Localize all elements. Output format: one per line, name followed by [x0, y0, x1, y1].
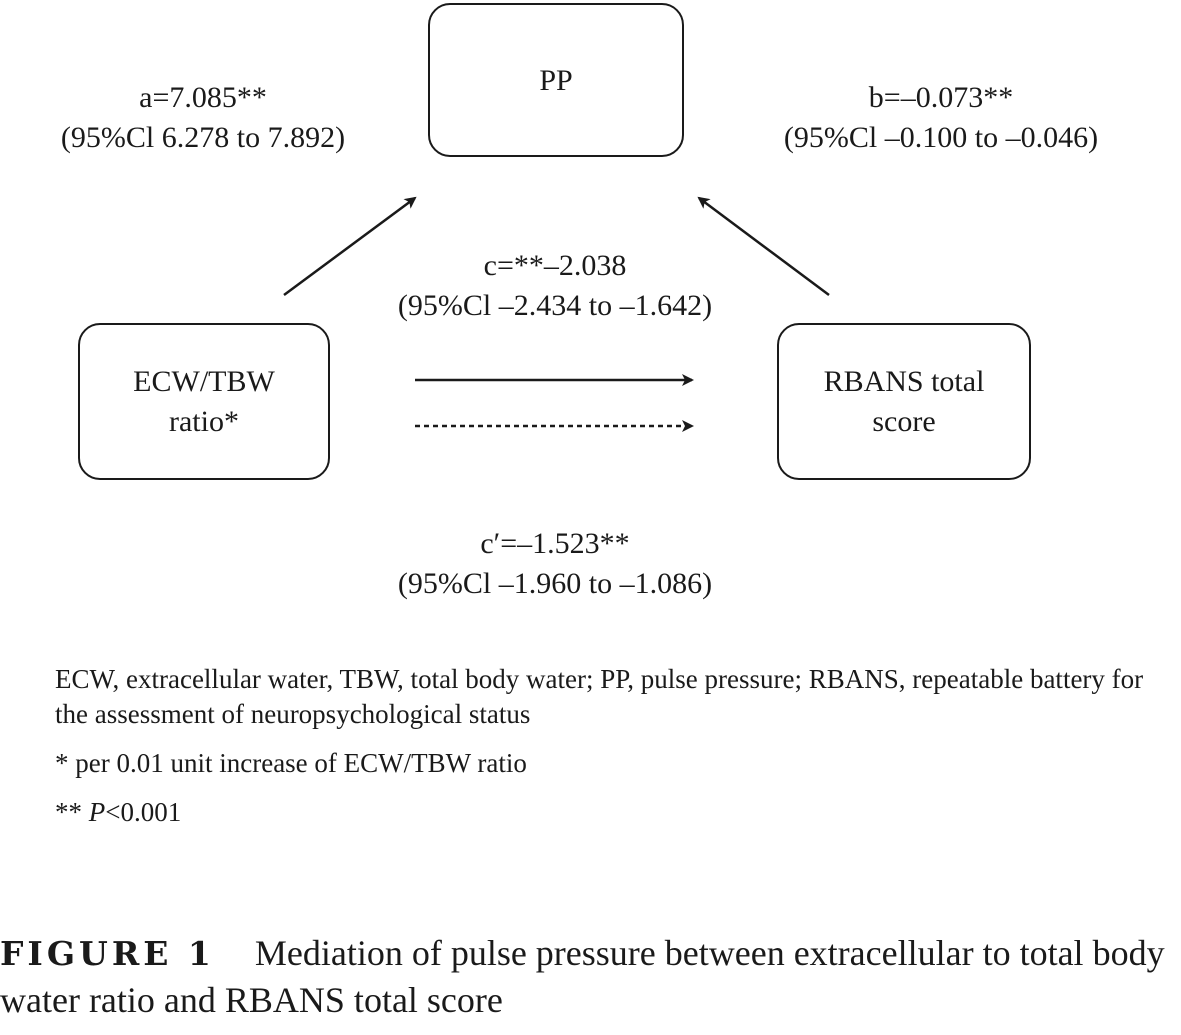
- path-a-ci: (95%Cl 6.278 to 7.892): [60, 121, 346, 154]
- pp-box: PP: [428, 3, 684, 157]
- figure-caption-text: Mediation of pulse pressure between extr…: [0, 933, 1165, 1020]
- path-c-ci: (95%Cl –2.434 to –1.642): [397, 289, 713, 322]
- figure-notes: ECW, extracellular water, TBW, total bod…: [55, 662, 1165, 830]
- path-c-label: c=**–2.038 (95%Cl –2.434 to –1.642): [352, 246, 758, 326]
- p-symbol: P: [88, 797, 106, 827]
- path-a-label: a=7.085** (95%Cl 6.278 to 7.892): [0, 78, 406, 158]
- path-b-arrow: [697, 196, 830, 297]
- path-b-coefficient: b=–0.073**: [868, 81, 1014, 114]
- rbans-box-line2: score: [872, 404, 936, 438]
- double-star-prefix: **: [55, 797, 89, 827]
- pp-box-label: PP: [539, 64, 573, 97]
- figure-label: FIGURE 1: [0, 934, 215, 973]
- path-a-coefficient: a=7.085**: [139, 81, 267, 114]
- p-threshold: <0.001: [105, 797, 182, 827]
- single-star-note: * per 0.01 unit increase of ECW/TBW rati…: [55, 748, 527, 778]
- path-b-label: b=–0.073** (95%Cl –0.100 to –0.046): [700, 78, 1181, 158]
- path-c-prime-coefficient: c′=–1.523**: [480, 527, 630, 560]
- rbans-box-line1: RBANS total: [823, 364, 985, 398]
- path-c-prime-label: c′=–1.523** (95%Cl –1.960 to –1.086): [352, 524, 758, 604]
- path-c-prime-ci: (95%Cl –1.960 to –1.086): [397, 567, 713, 600]
- path-c-coefficient: c=**–2.038: [483, 249, 627, 282]
- path-b-ci: (95%Cl –0.100 to –0.046): [783, 121, 1099, 154]
- ecw-tbw-box-line1: ECW/TBW: [133, 364, 275, 398]
- abbreviation-note: ECW, extracellular water, TBW, total bod…: [55, 664, 1144, 729]
- path-a-arrow: [283, 196, 417, 297]
- ecw-tbw-box-line2: ratio*: [169, 404, 239, 438]
- ecw-tbw-box: ECW/TBW ratio*: [78, 323, 330, 480]
- double-star-note: ** P<0.001: [55, 795, 1165, 830]
- rbans-box: RBANS total score: [777, 323, 1031, 480]
